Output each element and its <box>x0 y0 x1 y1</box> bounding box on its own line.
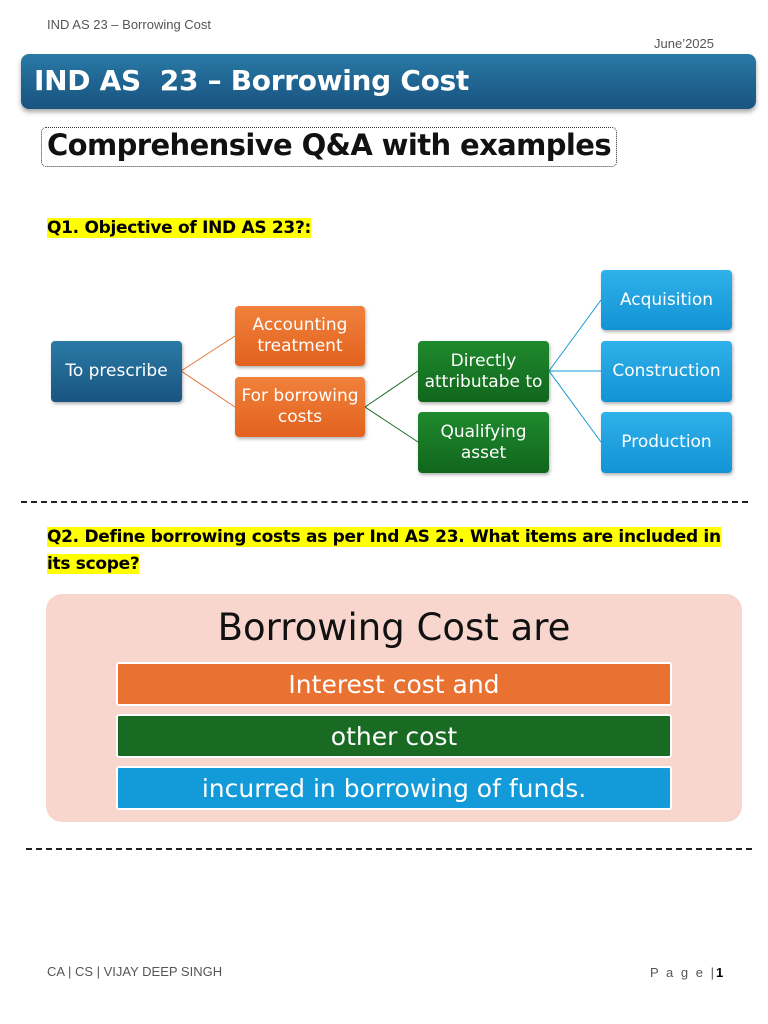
borrowing-cost-item-interest: Interest cost and <box>116 662 672 706</box>
footer-page: P a g e |1 <box>650 965 723 980</box>
question-1-text: Q1. Objective of IND AS 23?: <box>47 218 312 238</box>
diagram-node-qualifying-asset: Qualifying asset <box>418 412 549 473</box>
running-header: IND AS 23 – Borrowing Cost <box>47 17 212 32</box>
page-subtitle: Comprehensive Q&A with examples <box>47 128 612 162</box>
question-2: Q2. Define borrowing costs as per Ind AS… <box>47 524 737 578</box>
page-title: IND AS 23 – Borrowing Cost <box>34 64 469 97</box>
diagram-node-acquisition: Acquisition <box>601 270 732 330</box>
connector-borrowing-qualifying <box>364 406 419 443</box>
diagram-node-root: To prescribe <box>51 341 182 402</box>
page-label: P a g e | <box>650 965 716 980</box>
diagram-node-production: Production <box>601 412 732 473</box>
connector-directly-acquisition <box>548 299 602 372</box>
connector-root-accounting <box>180 335 236 372</box>
header-date: June’2025 <box>654 36 714 51</box>
diagram-node-for-borrowing-costs: For borrowing costs <box>235 377 365 437</box>
question-2-text: Q2. Define borrowing costs as per Ind AS… <box>47 527 721 574</box>
borrowing-cost-item-incurred: incurred in borrowing of funds. <box>116 766 672 810</box>
title-banner: IND AS 23 – Borrowing Cost <box>21 54 756 109</box>
connector-borrowing-directly <box>364 370 419 408</box>
connector-directly-production <box>548 370 602 443</box>
section-divider-2 <box>26 848 752 850</box>
page-number: 1 <box>715 965 724 980</box>
section-divider <box>21 501 748 503</box>
connector-root-borrowing <box>180 370 236 408</box>
question-1: Q1. Objective of IND AS 23?: <box>47 215 311 242</box>
diagram-node-construction: Construction <box>601 341 732 402</box>
borrowing-cost-title: Borrowing Cost are <box>217 606 571 649</box>
diagram-node-directly-attributable: Directly attributabe to <box>418 341 549 402</box>
diagram-node-accounting-treatment: Accounting treatment <box>235 306 365 366</box>
subtitle-box: Comprehensive Q&A with examples <box>41 127 617 167</box>
footer-author: CA | CS | VIJAY DEEP SINGH <box>47 964 223 979</box>
borrowing-cost-item-other: other cost <box>116 714 672 758</box>
